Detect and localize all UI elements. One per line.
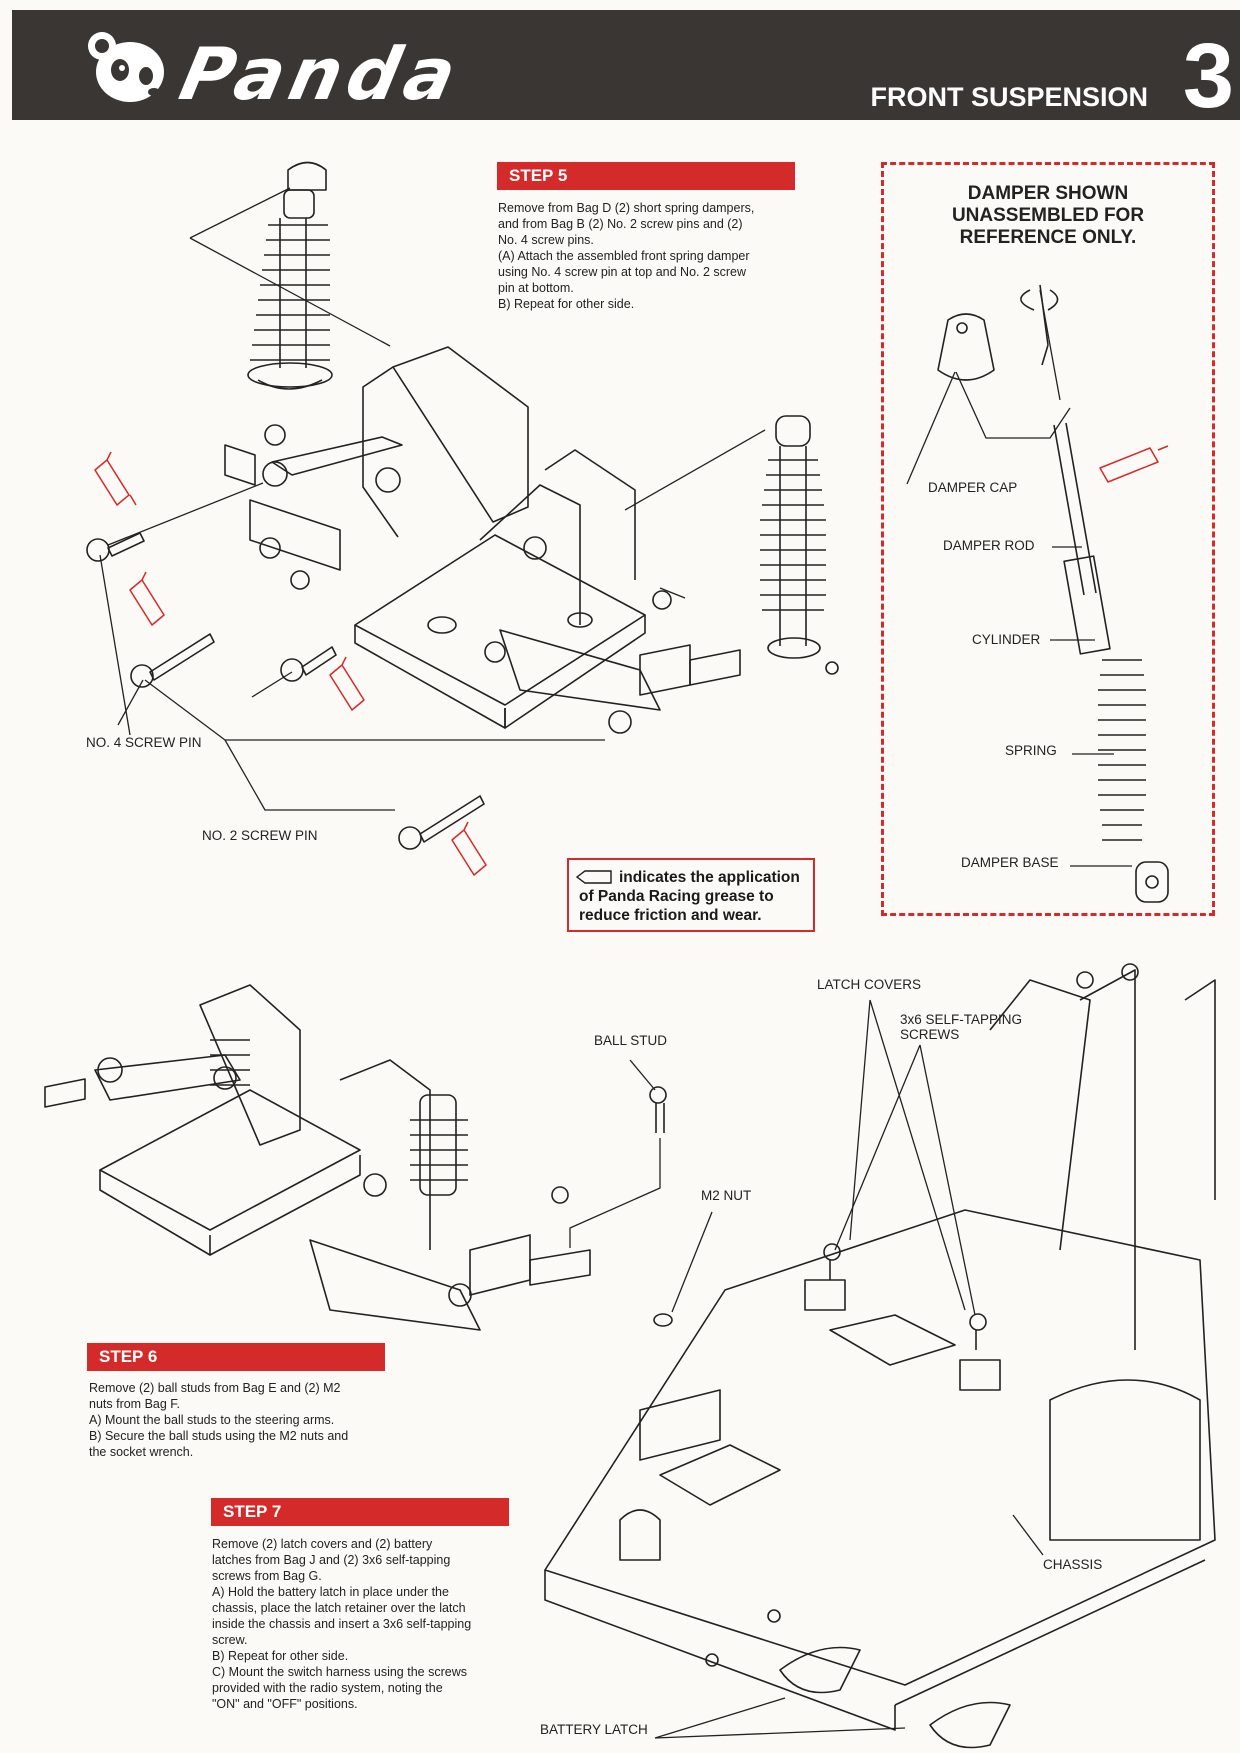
self-tapping-screws-line: SCREWS [900, 1027, 960, 1042]
step7-instructions: Remove (2) latch covers and (2) battery … [212, 1536, 524, 1712]
step5-line: No. 4 screw pins. [498, 233, 594, 247]
step6-line: the socket wrench. [89, 1445, 194, 1459]
front-bulkhead-drawing [354, 346, 646, 729]
step6-line: Remove (2) ball studs from Bag E and (2)… [89, 1381, 341, 1395]
grease-tube-icon [575, 870, 612, 884]
step6-heading: STEP 6 [87, 1343, 385, 1371]
step7-line: screw. [212, 1633, 248, 1647]
damper-reference-box: DAMPER SHOWN UNASSEMBLED FOR REFERENCE O… [881, 162, 1215, 916]
step5-line: Remove from Bag D (2) short spring dampe… [498, 201, 755, 215]
lower-arm-right-drawing [484, 536, 741, 734]
step7-line: chassis, place the latch retainer over t… [212, 1601, 466, 1615]
step6-line: nuts from Bag F. [89, 1397, 181, 1411]
step5-line: (A) Attach the assembled front spring da… [498, 249, 750, 263]
grease-icons [94, 445, 1169, 876]
step7-line: B) Repeat for other side. [212, 1649, 349, 1663]
damper-rod-label: DAMPER ROD [943, 538, 1035, 553]
section-title: FRONT SUSPENSION [870, 82, 1148, 112]
step7-line: inside the chassis and insert a 3x6 self… [212, 1617, 472, 1631]
panda-logo-icon [88, 32, 164, 102]
step5-line: and from Bag B (2) No. 2 screw pins and … [498, 217, 743, 231]
no4-screw-pin-label: NO. 4 SCREW PIN [86, 735, 202, 750]
grease-note-line: of Panda Racing grease to [579, 888, 774, 905]
step5-heading: STEP 5 [497, 162, 795, 190]
step5-line: using No. 4 screw pin at top and No. 2 s… [498, 265, 747, 279]
chassis-label: CHASSIS [1043, 1557, 1103, 1572]
damper-cap-label: DAMPER CAP [928, 480, 1018, 495]
step6-instructions: Remove (2) ball studs from Bag E and (2)… [89, 1380, 399, 1460]
latch-covers-label: LATCH COVERS [817, 977, 922, 992]
step7-line: Remove (2) latch covers and (2) battery [212, 1537, 433, 1551]
reference-title-line: REFERENCE ONLY. [959, 227, 1137, 248]
step7-line: A) Hold the battery latch in place under… [212, 1585, 449, 1599]
front-damper-right-drawing [760, 415, 839, 675]
step5-line: B) Repeat for other side. [498, 297, 635, 311]
screw-pins-drawing [86, 532, 485, 850]
upper-arm-left-drawing [224, 424, 403, 590]
spring-label: SPRING [1005, 743, 1057, 758]
step7-leader-lines [654, 999, 1044, 1739]
reference-title-line: DAMPER SHOWN [967, 183, 1129, 204]
reference-title-line: UNASSEMBLED FOR [951, 205, 1145, 226]
reference-title: DAMPER SHOWN UNASSEMBLED FOR REFERENCE O… [884, 183, 1212, 249]
step7-line: "ON" and "OFF" positions. [212, 1697, 358, 1711]
cylinder-label: CYLINDER [972, 632, 1041, 647]
page-number: 3 [1182, 25, 1234, 127]
grease-note-line: indicates the application [619, 869, 800, 886]
step6-line: A) Mount the ball studs to the steering … [89, 1413, 335, 1427]
m2-nut-label: M2 NUT [701, 1188, 752, 1203]
step7-line: C) Mount the switch harness using the sc… [212, 1665, 467, 1679]
self-tapping-screws-label: 3x6 SELF-TAPPING SCREWS [900, 1012, 1022, 1042]
self-tapping-screws-line: 3x6 SELF-TAPPING [900, 1012, 1023, 1027]
step6-leader-lines [569, 1059, 713, 1313]
grease-note-line: reduce friction and wear. [579, 907, 762, 924]
step5-line: pin at bottom. [498, 281, 574, 295]
step6-suspension-drawing [44, 984, 673, 1331]
step6-line: B) Secure the ball studs using the M2 nu… [89, 1429, 349, 1443]
no2-screw-pin-label: NO. 2 SCREW PIN [202, 828, 318, 843]
front-damper-left-drawing [247, 161, 333, 390]
ball-stud-label: BALL STUD [594, 1033, 668, 1048]
step7-heading: STEP 7 [211, 1498, 509, 1526]
battery-latch-label: BATTERY LATCH [540, 1722, 648, 1737]
step7-chassis-drawing [544, 963, 1216, 1749]
reference-leader-lines [906, 289, 1132, 867]
page-header: Panda FRONT SUSPENSION 3 [12, 10, 1240, 127]
step7-line: latches from Bag J and (2) 3x6 self-tapp… [212, 1553, 451, 1567]
grease-note: indicates the application of Panda Racin… [567, 858, 815, 932]
step7-line: provided with the radio system, noting t… [212, 1681, 443, 1695]
step5-instructions: Remove from Bag D (2) short spring dampe… [498, 200, 808, 312]
step5-leader-lines [99, 187, 766, 811]
damper-base-label: DAMPER BASE [961, 855, 1059, 870]
step7-line: screws from Bag G. [212, 1569, 322, 1583]
